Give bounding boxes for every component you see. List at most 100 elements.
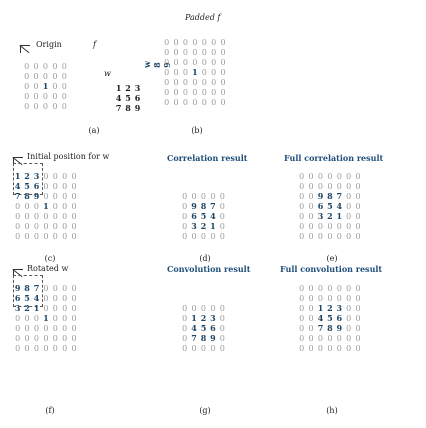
matrix-cell: 0	[43, 344, 49, 353]
matrix-cell: 0	[219, 232, 225, 241]
matrix-cell: 0	[164, 58, 170, 67]
caption-c: (c)	[44, 254, 56, 263]
matrix-cell: 0	[299, 344, 305, 353]
matrix-cell: 3	[134, 83, 141, 93]
matrix-cell: 6	[191, 211, 197, 221]
matrix-cell: 0	[191, 344, 197, 353]
matrix-cell: 0	[164, 78, 170, 87]
matrix-cell: 0	[219, 314, 225, 323]
matrix-cell: 0	[346, 182, 352, 191]
caption-a: (a)	[88, 126, 100, 135]
title-c: Initial position for w	[27, 152, 110, 161]
matrix-cell: 0	[52, 232, 58, 241]
matrix-cell: 4	[14, 181, 21, 191]
matrix-cell: 5	[24, 181, 30, 191]
matrix-cell: 0	[33, 92, 39, 101]
matrix-cell: 0	[62, 324, 68, 333]
matrix-cell: 3	[336, 303, 343, 313]
matrix-cell: 0	[355, 314, 361, 323]
matrix-cell: 0	[308, 334, 314, 343]
matrix-cell: 0	[182, 58, 189, 67]
matrix-cell: 0	[308, 324, 314, 333]
matrix-cell: 0	[210, 304, 216, 313]
matrix-cell: 0	[182, 222, 188, 231]
matrix-cell: 0	[317, 232, 324, 241]
title-g: Convolution result	[167, 264, 251, 274]
matrix-cell: 0	[211, 48, 217, 57]
matrix-cell: 5	[200, 323, 207, 333]
matrix-cell: 0	[43, 334, 49, 343]
matrix-cell: 0	[192, 58, 198, 67]
matrix-cell: 0	[317, 222, 324, 231]
matrix-cell: 0	[191, 232, 197, 241]
matrix-cell: 0	[201, 48, 207, 57]
matrix-cell: 0	[24, 222, 30, 231]
matrix-cell: 0	[182, 344, 188, 353]
matrix-cell: 0	[192, 78, 198, 87]
matrix-cell: 0	[219, 334, 225, 343]
title-b: Padded f	[185, 13, 221, 22]
matrix-cell: 2	[125, 83, 131, 93]
matrix-cell: 0	[43, 172, 49, 181]
matrix-cell: 3	[14, 303, 21, 313]
matrix-cell: 0	[33, 212, 40, 221]
title-d: Correlation result	[167, 153, 248, 163]
matrix-cell: 2	[24, 171, 30, 181]
matrix-cell: 2	[200, 221, 207, 231]
matrix-cell: 0	[43, 192, 49, 201]
matrix-cell: 0	[173, 48, 179, 57]
matrix-cell: 0	[24, 314, 30, 323]
matrix-cell: 0	[210, 344, 216, 353]
matrix-cell: 0	[346, 192, 352, 201]
matrix-cell: 0	[24, 202, 30, 211]
matrix-cell: 0	[219, 304, 225, 313]
title-h: Full convolution result	[280, 264, 383, 274]
matrix-cell: 9	[191, 201, 197, 211]
matrix-cell: 0	[299, 172, 305, 181]
matrix-cell: 0	[52, 294, 58, 303]
matrix-cell: 0	[211, 88, 217, 97]
matrix-cell: 0	[52, 304, 58, 313]
matrix-cell: 0	[317, 294, 324, 303]
matrix-cell: 0	[71, 334, 77, 343]
matrix-cell: 0	[211, 68, 217, 77]
matrix-cell: 0	[211, 38, 217, 47]
matrix-cell: 6	[317, 201, 324, 211]
matrix-cell: 0	[299, 182, 305, 191]
matrix-cell: 0	[182, 212, 188, 221]
matrix-cell: 0	[71, 344, 77, 353]
matrix-cell: 0	[52, 62, 58, 71]
matrix-cell: 0	[62, 284, 68, 293]
matrix-cell: 0	[192, 48, 198, 57]
matrix-cell: 0	[62, 304, 68, 313]
matrix-cell: 0	[52, 344, 58, 353]
matrix-cell: 0	[192, 98, 198, 107]
matrix-cell: 0	[164, 88, 170, 97]
matrix-cell: 7	[336, 191, 343, 201]
matrix-cell: 4	[115, 93, 122, 103]
matrix-cell: 1	[336, 211, 343, 221]
matrix-cell: 0	[52, 172, 58, 181]
matrix-cell: 7	[317, 323, 324, 333]
matrix-cell: 0	[317, 334, 324, 343]
origin-marker-f	[13, 269, 23, 277]
matrix-cell: 0	[336, 284, 342, 293]
matrix-cell: 0	[43, 294, 49, 303]
